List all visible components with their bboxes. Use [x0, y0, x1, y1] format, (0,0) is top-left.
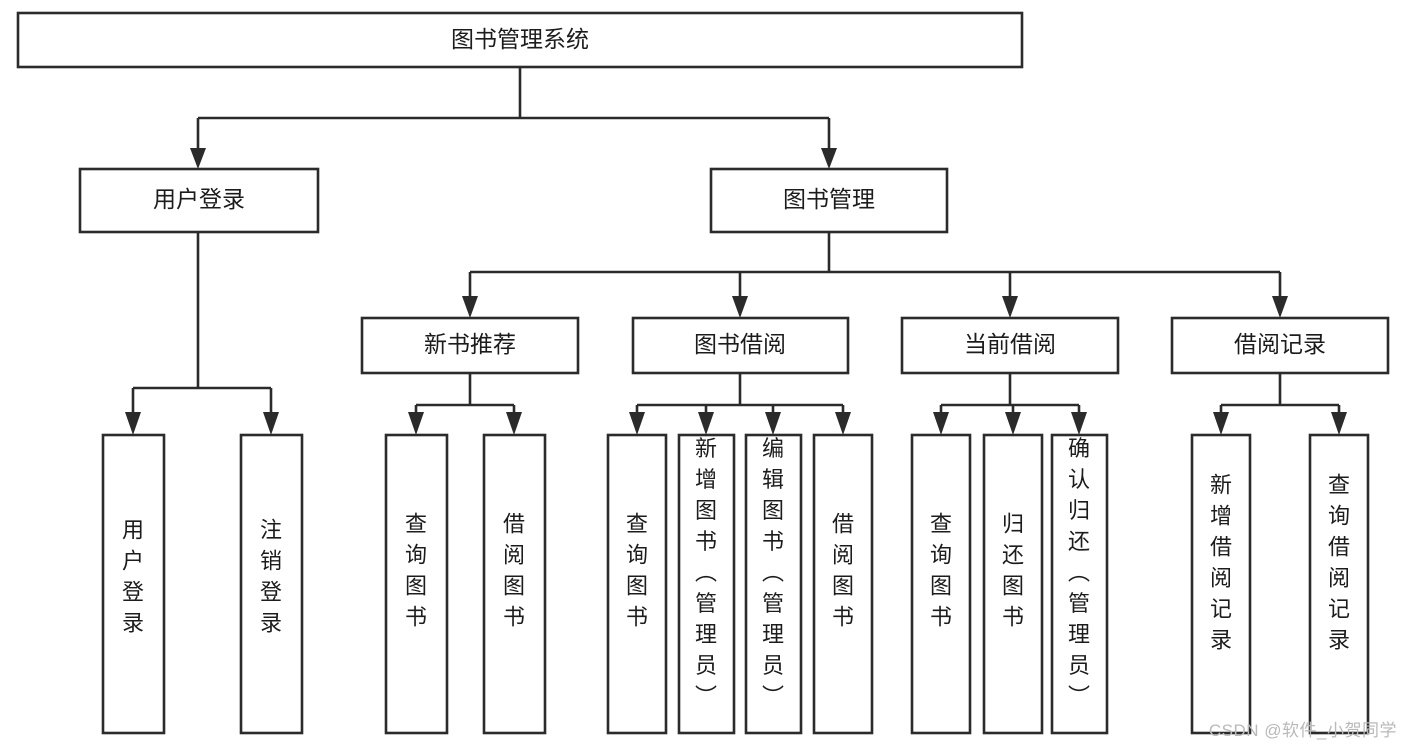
node-leaf-borrow-book-label: 借阅图书 [832, 512, 854, 630]
node-leaf-query-book-recommend[interactable]: 查询图书 [384, 433, 449, 735]
node-leaf-query-borrow-record[interactable]: 查询借阅记录 [1308, 433, 1370, 735]
node-leaf-user-login-label: 用户登录 [122, 518, 144, 636]
arrow-head-leaf-add-borrow-record [1213, 412, 1229, 435]
node-root-box[interactable] [16, 11, 1024, 69]
node-current-borrow-label: 当前借阅 [964, 331, 1056, 357]
node-root[interactable]: 图书管理系统 [16, 11, 1024, 69]
arrow-head-leaf-add-book-admin [698, 412, 714, 435]
node-leaf-query-book-current[interactable]: 查询图书 [910, 433, 972, 735]
node-book-borrow-label: 图书借阅 [694, 331, 786, 357]
node-leaf-borrow-book[interactable]: 借阅图书 [812, 433, 874, 735]
watermark-text: CSDN @软件_小贺同学 [1208, 721, 1397, 740]
node-leaf-logout-label: 注销登录 [260, 518, 282, 636]
arrow-head-book-borrow [732, 296, 748, 318]
node-new-book-recommend[interactable]: 新书推荐 [360, 316, 580, 375]
arrow-head-book-management [821, 148, 837, 169]
node-leaf-confirm-return-admin-box[interactable] [1050, 433, 1109, 735]
arrow-head-leaf-borrow-book [835, 412, 851, 435]
node-leaf-add-book-admin-label: 新增图书︵管理员︶ [695, 436, 717, 709]
node-book-management[interactable]: 图书管理 [709, 167, 949, 234]
node-leaf-logout-box[interactable] [239, 433, 304, 735]
node-leaf-add-book-admin[interactable]: 新增图书︵管理员︶ [677, 433, 736, 735]
arrow-head-current-borrow [1002, 296, 1018, 318]
arrow-head-leaf-query-book-borrow [629, 412, 645, 435]
node-leaf-return-book-label: 归还图书 [1002, 512, 1024, 630]
node-leaf-confirm-return-admin-label: 确认归还︵管理员︶ [1068, 436, 1090, 709]
arrow-head-user-login [190, 148, 206, 169]
node-leaf-query-book-current-label: 查询图书 [930, 512, 952, 630]
node-leaf-query-book-borrow[interactable]: 查询图书 [606, 433, 668, 735]
node-leaf-return-book[interactable]: 归还图书 [982, 433, 1044, 735]
node-book-management-label: 图书管理 [783, 186, 875, 212]
node-leaf-query-borrow-record-label: 查询借阅记录 [1328, 473, 1350, 653]
node-book-borrow[interactable]: 图书借阅 [631, 316, 850, 375]
arrow-head-leaf-query-book-recommend [408, 412, 424, 435]
node-leaf-borrow-book-recommend-box[interactable] [482, 433, 547, 735]
node-borrow-record[interactable]: 借阅记录 [1170, 316, 1390, 375]
node-leaf-add-borrow-record-box[interactable] [1190, 433, 1252, 735]
node-leaf-query-book-current-box[interactable] [910, 433, 972, 735]
node-leaf-query-borrow-record-box[interactable] [1308, 433, 1370, 735]
arrow-head-leaf-query-borrow-record [1331, 412, 1347, 435]
node-root-label: 图书管理系统 [451, 26, 589, 52]
arrow-head-leaf-return-book [1005, 412, 1021, 435]
arrow-head-new-book-recommend [462, 296, 478, 318]
node-leaf-add-borrow-record[interactable]: 新增借阅记录 [1190, 433, 1252, 735]
node-leaf-user-login[interactable]: 用户登录 [101, 433, 166, 735]
node-user-login-box[interactable] [78, 167, 320, 234]
connector-layer [125, 67, 1347, 435]
node-leaf-add-borrow-record-label: 新增借阅记录 [1210, 473, 1232, 653]
node-leaf-edit-book-admin-box[interactable] [744, 433, 803, 735]
arrow-head-leaf-edit-book-admin [765, 412, 781, 435]
node-leaf-query-book-borrow-label: 查询图书 [626, 512, 648, 630]
node-leaf-borrow-book-box[interactable] [812, 433, 874, 735]
arrow-head-leaf-user-login [125, 412, 141, 435]
node-current-borrow-box[interactable] [900, 316, 1120, 375]
node-leaf-confirm-return-admin[interactable]: 确认归还︵管理员︶ [1050, 433, 1109, 735]
node-leaf-query-book-borrow-box[interactable] [606, 433, 668, 735]
node-book-borrow-box[interactable] [631, 316, 850, 375]
node-leaf-edit-book-admin[interactable]: 编辑图书︵管理员︶ [744, 433, 803, 735]
node-current-borrow[interactable]: 当前借阅 [900, 316, 1120, 375]
arrow-head-leaf-logout [263, 412, 279, 435]
arrow-head-borrow-record [1272, 296, 1288, 318]
node-leaf-query-book-recommend-label: 查询图书 [405, 512, 427, 630]
node-leaf-logout[interactable]: 注销登录 [239, 433, 304, 735]
arrow-head-leaf-confirm-return-admin [1071, 412, 1087, 435]
node-borrow-record-box[interactable] [1170, 316, 1390, 375]
node-leaf-return-book-box[interactable] [982, 433, 1044, 735]
arrow-head-leaf-query-book-current [933, 412, 949, 435]
node-new-book-recommend-box[interactable] [360, 316, 580, 375]
node-user-login-label: 用户登录 [153, 186, 245, 212]
node-leaf-borrow-book-recommend-label: 借阅图书 [503, 512, 525, 630]
node-user-login[interactable]: 用户登录 [78, 167, 320, 234]
node-leaf-query-book-recommend-box[interactable] [384, 433, 449, 735]
node-book-management-box[interactable] [709, 167, 949, 234]
node-leaf-user-login-box[interactable] [101, 433, 166, 735]
node-leaf-edit-book-admin-label: 编辑图书︵管理员︶ [762, 436, 784, 709]
node-new-book-recommend-label: 新书推荐 [424, 331, 516, 357]
node-leaf-borrow-book-recommend[interactable]: 借阅图书 [482, 433, 547, 735]
node-leaf-add-book-admin-box[interactable] [677, 433, 736, 735]
arrow-head-leaf-borrow-book-recommend [506, 412, 522, 435]
node-borrow-record-label: 借阅记录 [1234, 331, 1326, 357]
